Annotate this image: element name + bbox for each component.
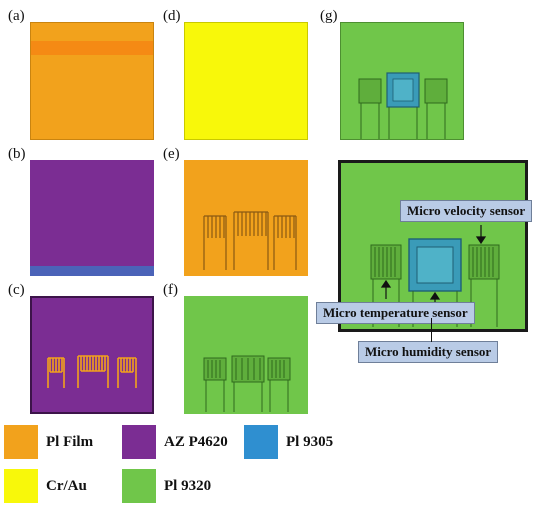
legend-label-pi-9305: Pl 9305 <box>286 434 334 450</box>
legend-swatch-az-p4620 <box>122 425 156 459</box>
legend-swatch-pi-9305 <box>244 425 278 459</box>
panel-a-pi-film <box>30 22 154 140</box>
legend-label-cr-au: Cr/Au <box>46 478 87 494</box>
callout-temperature-sensor: Micro temperature sensor <box>316 302 475 324</box>
enlarged-view <box>338 160 528 332</box>
legend-swatch-pi-film <box>4 425 38 459</box>
callout-humidity-sensor: Micro humidity sensor <box>358 341 499 363</box>
panel-label-f: (f) <box>163 282 178 298</box>
panel-label-a: (a) <box>8 8 25 24</box>
panel-label-b: (b) <box>8 146 26 162</box>
panel-b-edge <box>30 266 154 276</box>
panel-a-film-stripe <box>31 41 153 55</box>
panel-e-electrode-lines <box>203 211 297 270</box>
panel-label-c: (c) <box>8 282 25 298</box>
panel-label-e: (e) <box>163 146 180 162</box>
panel-g-final <box>340 22 464 140</box>
legend: Pl Film AZ P4620 Pl 9305 Cr/Au Pl 9320 <box>4 425 544 505</box>
panel-label-d: (d) <box>163 8 181 24</box>
panel-e-electrodes <box>184 160 308 276</box>
panel-label-g: (g) <box>320 8 338 24</box>
legend-label-az-p4620: AZ P4620 <box>164 434 228 450</box>
panel-g-sensors <box>358 72 448 139</box>
panel-c-patterned <box>30 296 154 414</box>
legend-swatch-pi-9320 <box>122 469 156 503</box>
callout-velocity-sensor: Micro velocity sensor <box>400 200 533 222</box>
panel-f-pi9320 <box>184 296 308 414</box>
panel-b-az-layer <box>30 160 154 276</box>
legend-label-pi-film: Pl Film <box>46 434 94 450</box>
legend-swatch-cr-au <box>4 469 38 503</box>
panel-d-cr-au <box>184 22 308 140</box>
legend-label-pi-9320: Pl 9320 <box>164 478 212 494</box>
humidity-leader-line <box>431 318 432 342</box>
panel-f-sensors <box>203 355 291 412</box>
panel-c-electrodes <box>47 355 137 388</box>
